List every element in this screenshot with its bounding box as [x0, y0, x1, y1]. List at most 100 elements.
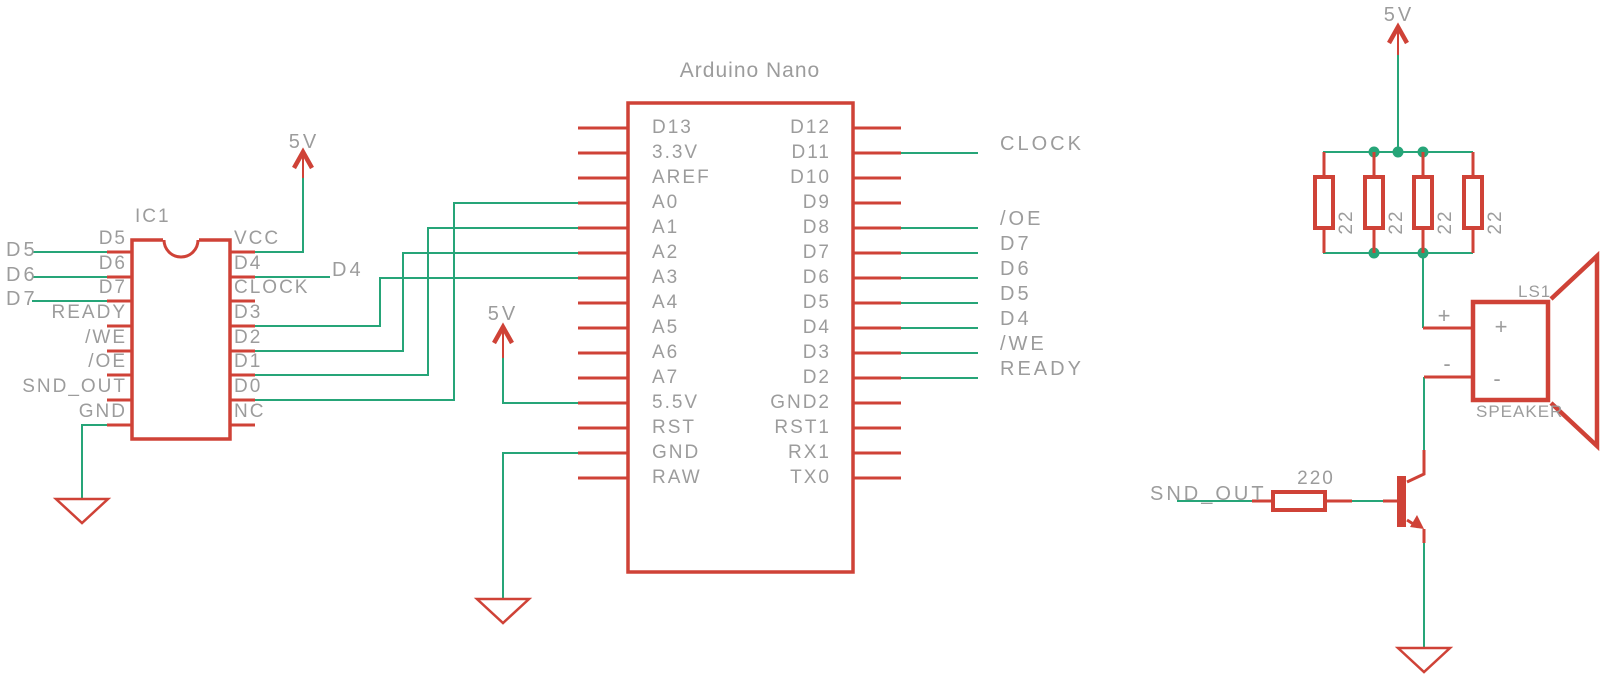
speaker-body	[1470, 299, 1551, 403]
resistor-value-220: 220	[1297, 468, 1335, 489]
ic1-pin-we: /WE	[85, 327, 127, 348]
resistor-body-r2[interactable]	[1363, 175, 1385, 230]
net-label-clock: CLOCK	[1000, 133, 1084, 155]
arduino-pin-d5: D5	[802, 292, 831, 313]
arduino-pin-a6: A6	[652, 342, 680, 363]
wire-d0-a0[interactable]	[255, 202, 578, 401]
supply-label-5v-arduino: 5V	[487, 303, 519, 325]
arduino-title: Arduino Nano	[679, 59, 821, 82]
resistor-network[interactable]	[1313, 152, 1484, 253]
arduino-pin-stubs-left	[578, 126, 628, 480]
net-label-d6: D6	[6, 264, 38, 286]
transistor-collector	[1406, 450, 1426, 484]
resistor-stubs	[1322, 152, 1475, 253]
net-label-oe: /OE	[1000, 208, 1044, 230]
arduino-pin-d3: D3	[802, 342, 831, 363]
resistor-body-220[interactable]	[1271, 490, 1327, 512]
speaker-symbol[interactable]	[1423, 250, 1600, 452]
arduino-pin-d12: D12	[790, 117, 831, 138]
ic1-pin-nc: NC	[234, 401, 266, 422]
supply-arrow-icon	[1387, 22, 1409, 45]
net-label-d5: D5	[6, 239, 38, 261]
arduino-pin-d11: D11	[791, 142, 831, 163]
resistor-body-r3[interactable]	[1412, 175, 1434, 230]
arduino-pin-a1: A1	[652, 217, 680, 238]
ic1-body	[130, 238, 232, 441]
resistor-body-r1[interactable]	[1313, 175, 1335, 230]
arduino-pin-rst1: RST1	[774, 417, 831, 438]
ic1-pin-ready: READY	[51, 302, 127, 323]
speaker-pin-stubs	[1423, 326, 1473, 379]
transistor-base-bar	[1397, 476, 1406, 527]
ic1-pin-d7: D7	[98, 277, 127, 298]
wire-d1-a1[interactable]	[255, 227, 578, 376]
speaker-plus-terminal-label: +	[1437, 303, 1451, 328]
wire-arduino-gnd[interactable]	[502, 452, 578, 599]
wire-ic-gnd[interactable]	[81, 424, 107, 500]
ic1-pin-d4: D4	[234, 253, 263, 274]
net-label-we: /WE	[1000, 333, 1047, 355]
wire-d2-a2[interactable]	[255, 252, 578, 352]
ic1-pin-d6: D6	[98, 253, 127, 274]
arduino-pin-55v: 5.5V	[652, 392, 700, 413]
speaker-part-label: SPEAKER	[1476, 402, 1564, 421]
arduino-pin-d13: D13	[652, 117, 693, 138]
resistor-value-r4: 22	[1485, 209, 1506, 235]
arduino-pin-d10: D10	[790, 167, 831, 188]
arduino-pin-d6: D6	[802, 267, 831, 288]
resistor-body-r4[interactable]	[1462, 175, 1484, 230]
ic1-pin-d5: D5	[98, 228, 127, 249]
net-label-d7: D7	[1000, 233, 1032, 255]
supply-5v-arduino-symbol[interactable]	[492, 322, 514, 358]
arduino-pin-a5: A5	[652, 317, 680, 338]
wire-5v-vin[interactable]	[502, 358, 578, 404]
arduino-pin-d4: D4	[802, 317, 831, 338]
net-label-snd-out: SND_OUT	[1150, 483, 1267, 505]
ic1-pin-stubs-left	[107, 250, 132, 427]
arduino-pin-rst: RST	[652, 417, 696, 438]
arduino-symbol[interactable]	[578, 101, 901, 574]
resistor-value-r1: 22	[1336, 209, 1357, 235]
gnd-symbol-transistor[interactable]	[1394, 646, 1454, 674]
arduino-pin-a7: A7	[652, 367, 680, 388]
resistor-value-r3: 22	[1435, 209, 1456, 235]
wire-d3-a3[interactable]	[255, 277, 578, 327]
ic1-pin-d2: D2	[234, 327, 263, 348]
arduino-pin-stubs-right	[853, 126, 901, 480]
speaker-ref: LS1	[1518, 282, 1552, 301]
arduino-pin-a0: A0	[652, 192, 680, 213]
arduino-pin-a4: A4	[652, 292, 680, 313]
net-label-d6: D6	[1000, 258, 1032, 280]
gnd-symbol-ic[interactable]	[52, 497, 112, 525]
arduino-pin-d7: D7	[802, 242, 831, 263]
ic1-pin-d1: D1	[234, 351, 263, 372]
supply-5v-network-symbol[interactable]	[1387, 22, 1409, 55]
arduino-body	[626, 101, 855, 574]
net-label-d5: D5	[1000, 283, 1032, 305]
supply-label-5v-ic: 5V	[288, 131, 320, 153]
ic1-notch	[162, 239, 200, 259]
supply-arrow-icon	[292, 147, 314, 170]
net-label-ready: READY	[1000, 358, 1084, 380]
wire-vcc-5v[interactable]	[255, 178, 304, 253]
arduino-pin-gnd: GND	[652, 442, 701, 463]
supply-5v-ic-symbol[interactable]	[292, 147, 314, 178]
speaker-plus-inner-label: +	[1494, 314, 1508, 339]
ic1-pin-clock: CLOCK	[234, 277, 310, 298]
arduino-pin-rx1: RX1	[788, 442, 831, 463]
resistor-value-r2: 22	[1386, 209, 1407, 235]
arduino-pin-aref: AREF	[652, 167, 711, 188]
ic1-symbol[interactable]	[107, 236, 255, 441]
transistor-symbol[interactable]	[1383, 450, 1426, 543]
gnd-symbol-arduino[interactable]	[473, 597, 533, 625]
net-label-d4: D4	[332, 259, 364, 281]
transistor-emitter-arrow	[1410, 515, 1424, 529]
ic1-ref: IC1	[135, 206, 171, 227]
speaker-minus-terminal-label: -	[1443, 351, 1451, 376]
ic1-pin-oe: /OE	[88, 351, 127, 372]
ic1-pin-d0: D0	[234, 376, 263, 397]
ic1-pin-d3: D3	[234, 302, 263, 323]
base-resistor-symbol[interactable]	[1252, 490, 1352, 512]
ic1-pin-snd-out: SND_OUT	[22, 376, 127, 397]
